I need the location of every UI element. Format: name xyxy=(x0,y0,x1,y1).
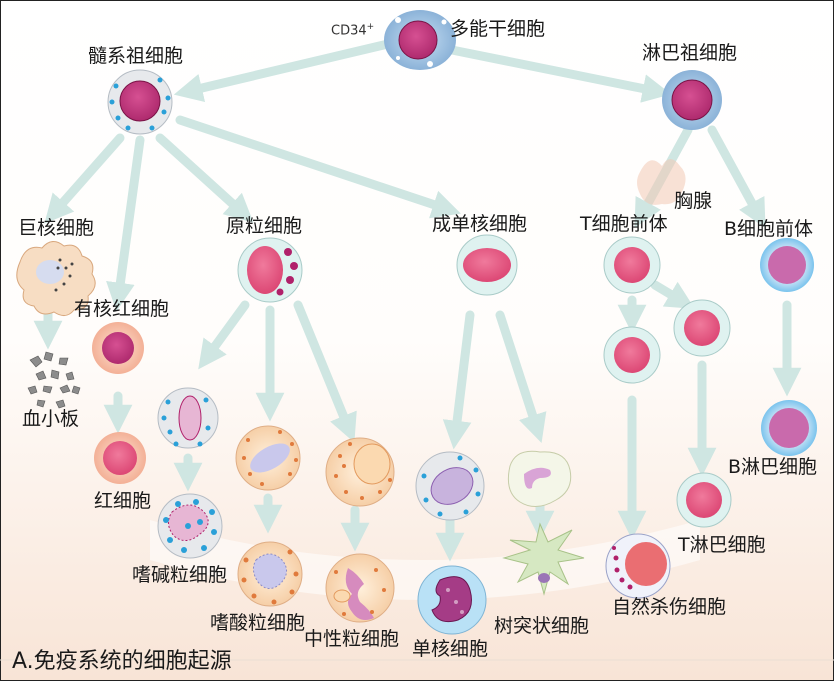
label-t-lymphocyte: T淋巴细胞 xyxy=(678,534,766,556)
label-pre-t: T细胞前体 xyxy=(580,213,668,235)
arrow-myeloid-to-nrbc xyxy=(106,135,145,312)
t-intermediate-cell-left xyxy=(603,326,661,384)
label-pre-b: B细胞前体 xyxy=(724,218,814,240)
myeloid-progenitor-cell xyxy=(107,69,173,135)
platelet-cluster xyxy=(27,351,81,409)
label-monoblast: 成单核细胞 xyxy=(432,213,528,235)
arrow-myeloid-to-monoblast xyxy=(175,115,461,219)
label-nucleated-rbc: 有核红细胞 xyxy=(74,298,170,320)
label-myeloblast: 原粒细胞 xyxy=(226,215,303,237)
t-intermediate-cell-right xyxy=(673,299,731,357)
arrow-stem-to-myeloid xyxy=(173,39,393,103)
label-monocyte: 单核细胞 xyxy=(412,638,489,660)
monocyte-precursor-cell xyxy=(415,451,485,521)
thymus-icon xyxy=(637,159,686,205)
eosinophil-precursor-cell xyxy=(235,425,301,491)
myeloblast-cell xyxy=(237,237,303,303)
label-myeloid-progenitor: 髓系祖细胞 xyxy=(88,45,184,67)
label-lymphoid-progenitor: 淋巴祖细胞 xyxy=(642,42,738,64)
stem-cell xyxy=(384,10,456,70)
rbc-cell xyxy=(94,432,146,484)
b-lymphocyte-cell xyxy=(761,400,817,456)
arrow-to-neutrophil-precursor xyxy=(293,300,357,443)
dendritic-precursor-cell xyxy=(507,450,572,507)
basophil-precursor-cell xyxy=(157,387,219,449)
nk-cell xyxy=(605,533,671,599)
t-lymphocyte-cell xyxy=(676,472,732,528)
label-eosinophil: 嗜酸粒细胞 xyxy=(210,612,306,634)
arrow-myeloid-to-megakaryocyte xyxy=(44,133,125,224)
differentiation-arrows xyxy=(33,39,802,562)
arrow-lymphoid-to-pre-b xyxy=(707,125,766,229)
neutrophil-precursor-cell xyxy=(325,437,395,507)
pre-b-cell xyxy=(760,238,814,292)
arrow-to-monocyte-precursor xyxy=(442,310,475,450)
label-stem-cell: 多能干细胞 xyxy=(450,18,546,40)
figure-caption: A.免疫系统的细胞起源 xyxy=(12,649,232,674)
lymphoid-progenitor-cell xyxy=(662,70,722,130)
arrow-stem-to-lymphoid xyxy=(447,45,672,103)
label-thymus: 胸腺 xyxy=(674,190,713,212)
basophil-cell xyxy=(157,493,223,559)
nucleated-rbc-cell xyxy=(92,322,144,374)
label-dendritic: 树突状细胞 xyxy=(494,615,590,637)
arrow-to-basophil-precursor xyxy=(198,300,250,370)
arrow-pre-t-right xyxy=(650,280,695,309)
label-megakaryocyte: 巨核细胞 xyxy=(18,217,95,239)
neutrophil-cell xyxy=(325,553,395,623)
label-b-lymphocyte: B淋巴细胞 xyxy=(728,456,818,478)
label-cd34: CD34+ xyxy=(331,22,375,39)
label-rbc: 红细胞 xyxy=(94,490,152,512)
monoblast-cell xyxy=(456,234,518,296)
monocyte-cell xyxy=(417,565,487,635)
dendritic-cell xyxy=(502,522,585,596)
label-basophil: 嗜碱粒细胞 xyxy=(132,564,228,586)
arrow-to-dendritic-precursor xyxy=(495,310,547,443)
label-neutrophil: 中性粒细胞 xyxy=(304,628,400,650)
label-nk: 自然杀伤细胞 xyxy=(612,596,727,618)
megakaryocyte-cell xyxy=(16,241,96,316)
arrow-myeloid-to-myeloblast xyxy=(155,133,254,223)
pre-t-cell xyxy=(603,236,661,294)
label-platelet: 血小板 xyxy=(22,408,80,430)
eosinophil-cell xyxy=(237,541,303,607)
